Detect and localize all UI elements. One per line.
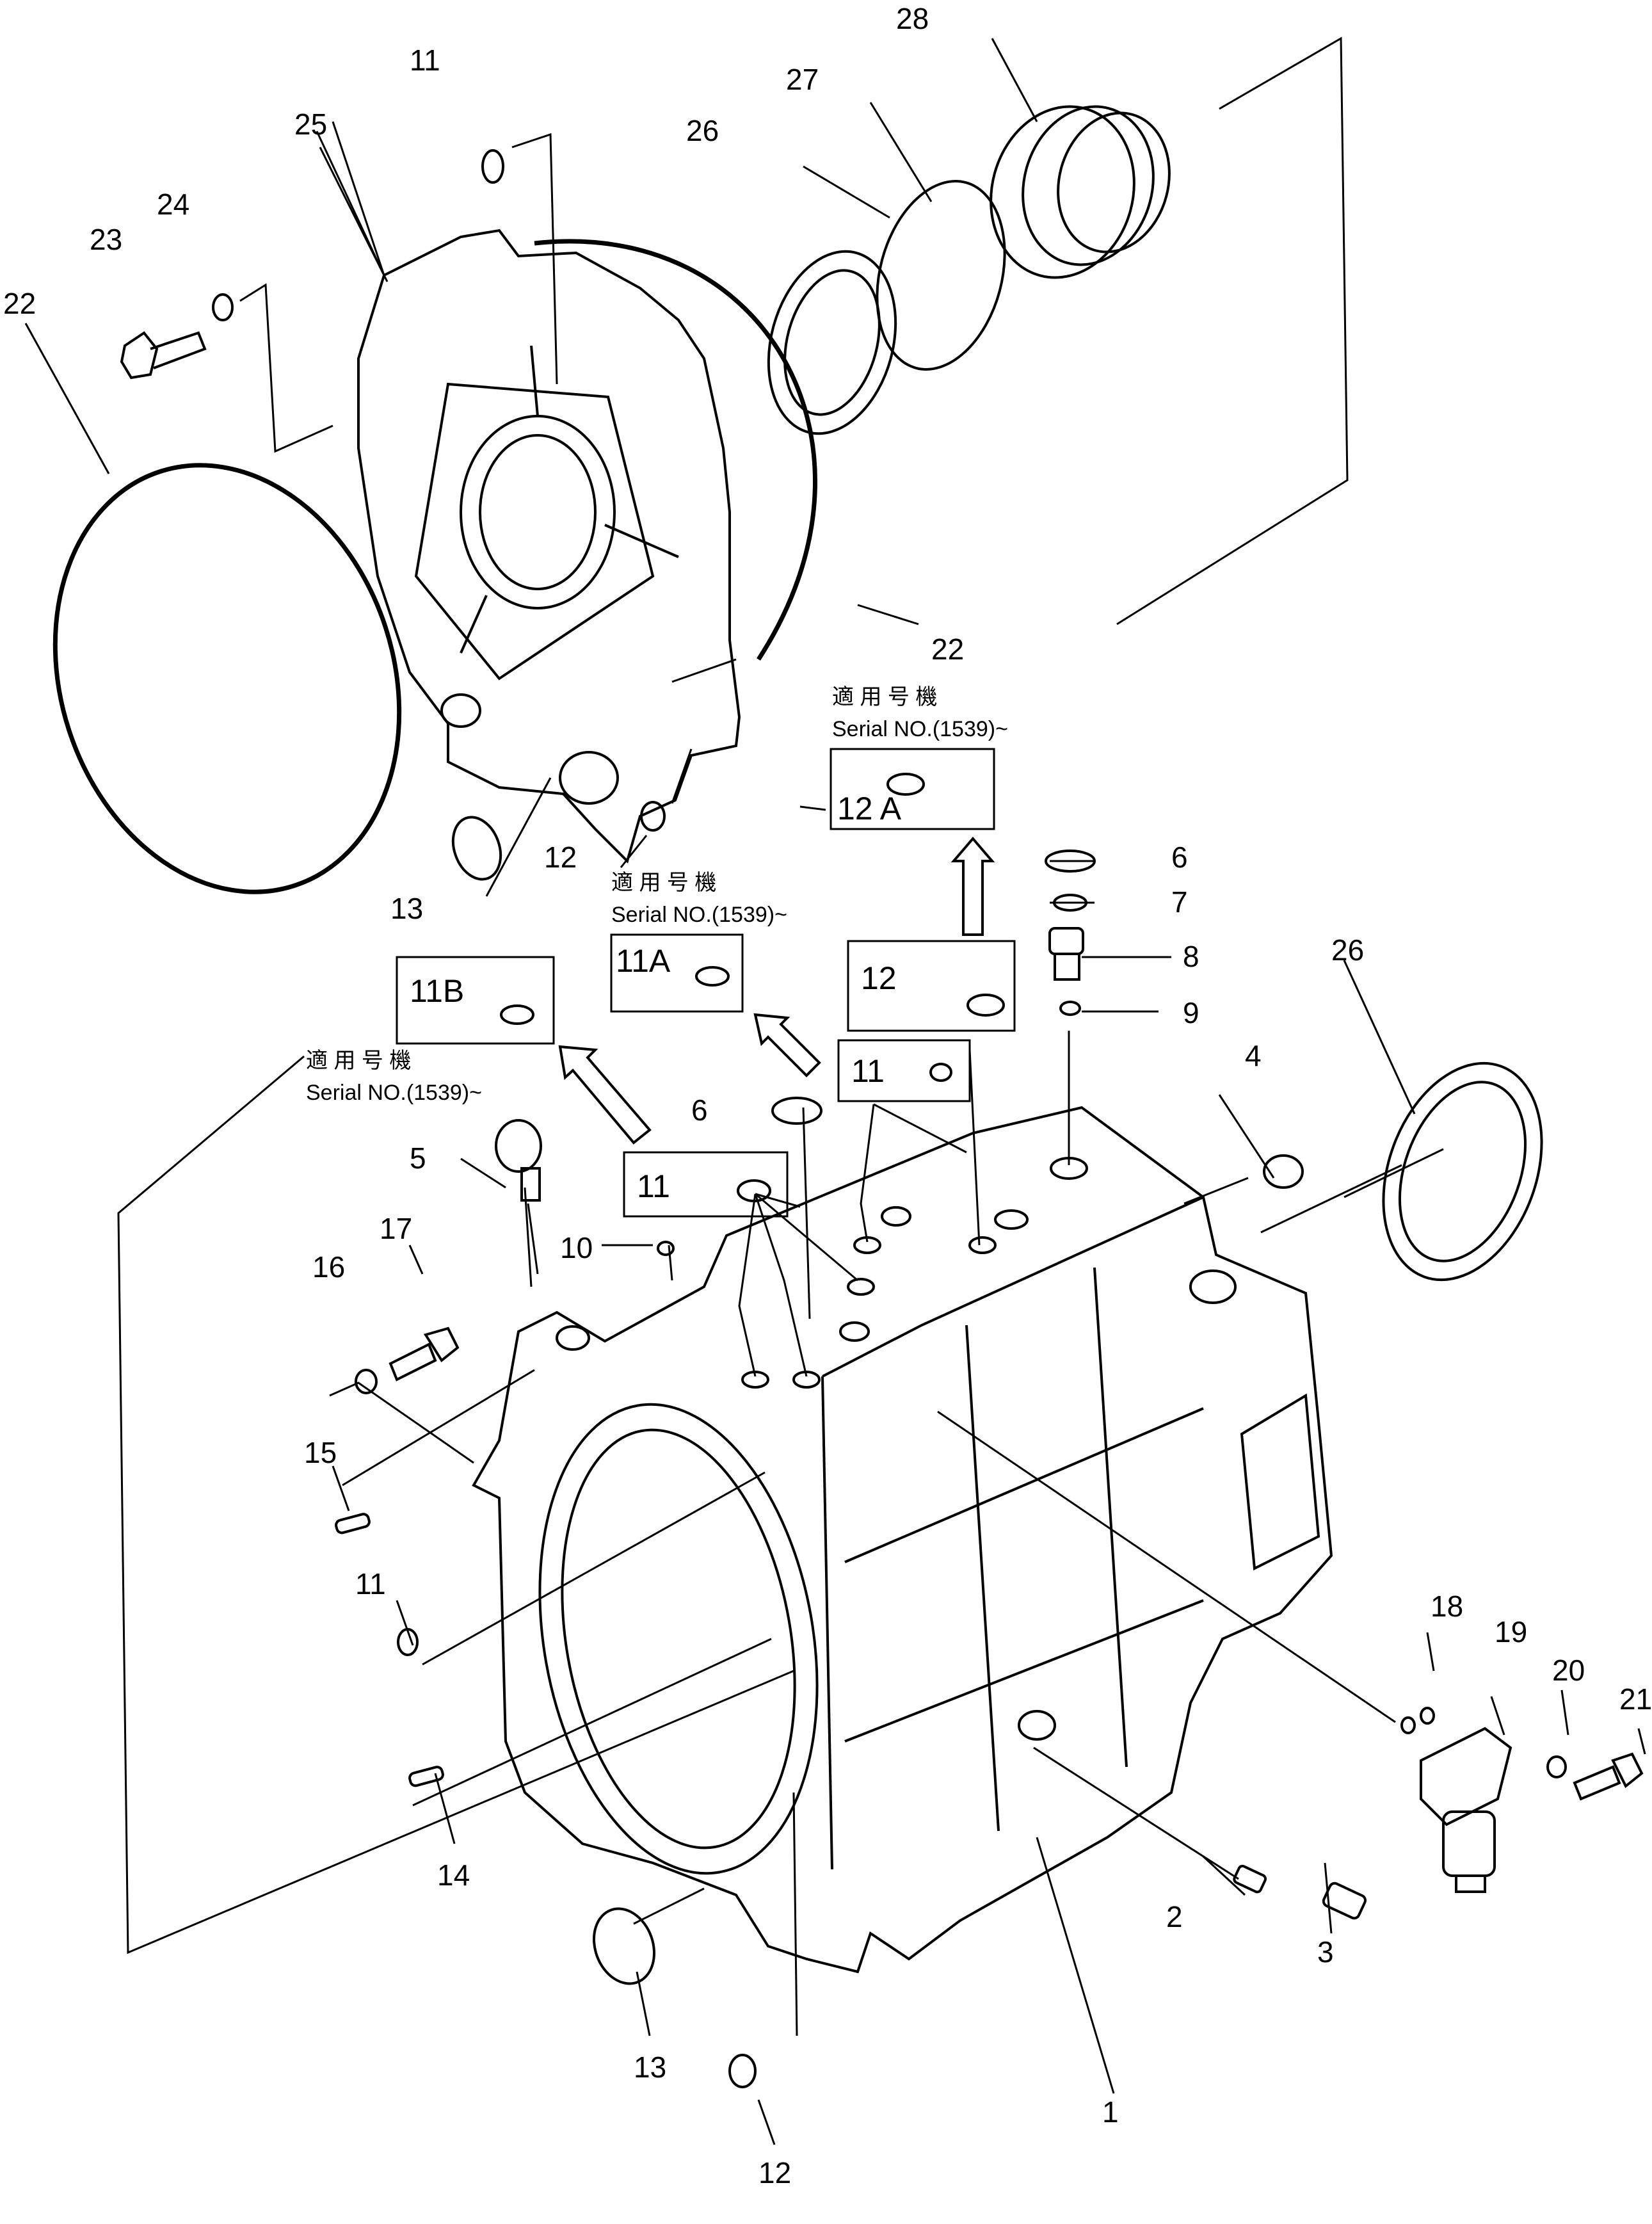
o-ring-12-top — [640, 801, 666, 832]
callout-25: 25 — [294, 108, 327, 141]
callout-18: 18 — [1431, 1590, 1463, 1623]
plug-2 — [1233, 1864, 1267, 1894]
callout-21: 21 — [1619, 1682, 1652, 1716]
o-rings-18 — [1400, 1707, 1435, 1734]
arrow-11b — [558, 1045, 652, 1145]
callout-5: 5 — [410, 1141, 426, 1175]
callout-7: 7 — [1171, 885, 1188, 919]
callout-14: 14 — [437, 1858, 470, 1892]
eye-bolt-5 — [495, 1119, 542, 1202]
callout-28: 28 — [896, 2, 929, 35]
seal-26-upper — [767, 250, 897, 435]
serial-note-no-1: Serial NO.(1539)~ — [832, 717, 1008, 741]
callout-17: 17 — [380, 1212, 412, 1245]
callout-23: 23 — [90, 223, 122, 256]
callout-12-lower: 12 — [758, 2156, 791, 2189]
box-12a: 12 A — [830, 748, 995, 830]
callout-11-lower: 11 — [355, 1567, 386, 1600]
callout-16: 16 — [312, 1250, 345, 1284]
callout-6-top: 6 — [1171, 841, 1188, 874]
cap-28 — [990, 105, 1171, 279]
washer-20 — [1546, 1755, 1567, 1778]
transmission-housing-1 — [472, 1106, 1333, 1974]
seal-26-right — [1382, 1061, 1543, 1282]
o-ring-6-lower — [771, 1097, 822, 1125]
o-ring-11-lower — [397, 1628, 419, 1656]
box-11b: 11B — [396, 956, 555, 1045]
callout-1: 1 — [1102, 2095, 1119, 2129]
callout-12-top: 12 — [544, 841, 577, 874]
o-ring-22-left — [52, 463, 402, 894]
callout-labels: 28 27 26 11 25 24 23 22 22 13 12 6 7 8 9… — [3, 2, 1652, 2189]
callout-27: 27 — [786, 63, 819, 96]
callout-20: 20 — [1552, 1654, 1585, 1687]
serial-note-jp-2: 適 用 号 機 — [611, 871, 716, 895]
leader-lines — [24, 36, 1646, 2145]
callout-6-lower: 6 — [691, 1093, 708, 1127]
bolt-21 — [1573, 1752, 1644, 1801]
washer-24 — [212, 293, 234, 321]
arrow-up-12a — [950, 836, 995, 936]
sensor-19 — [1420, 1727, 1512, 1893]
callout-10: 10 — [560, 1231, 593, 1264]
serial-note-jp-3: 適 用 号 機 — [306, 1049, 411, 1073]
box-11a-label: 11A — [616, 943, 671, 979]
callout-4: 4 — [1245, 1039, 1262, 1072]
callout-22-right: 22 — [931, 633, 964, 666]
plug-8 — [1048, 927, 1084, 981]
box-11-lower: 11 — [623, 1151, 789, 1218]
serial-note-jp-1: 適 用 号 機 — [832, 685, 937, 709]
callout-15: 15 — [304, 1436, 337, 1469]
o-ring-13-top — [451, 816, 502, 881]
callout-9: 9 — [1183, 996, 1199, 1029]
bolt-23 — [120, 331, 207, 380]
arrow-11a — [753, 1013, 821, 1077]
callout-24: 24 — [157, 188, 189, 221]
callout-22-left: 22 — [3, 287, 36, 320]
box-11-upper-label: 11 — [851, 1053, 885, 1089]
callout-26-right: 26 — [1331, 933, 1364, 967]
o-ring-12-lower — [728, 2054, 757, 2088]
snap-ring-27 — [876, 180, 1006, 371]
callout-11-top: 11 — [410, 44, 440, 77]
o-ring-11-top — [481, 149, 504, 184]
washer-16 — [355, 1369, 378, 1394]
o-ring-13-lower — [592, 1907, 656, 1985]
callout-8: 8 — [1183, 940, 1199, 973]
o-ring-10 — [657, 1241, 675, 1256]
box-11a: 11A — [610, 933, 744, 1013]
pin-15 — [335, 1513, 371, 1535]
pin-14 — [408, 1766, 444, 1787]
plug-4 — [1263, 1154, 1304, 1189]
box-11-upper: 11 — [837, 1039, 971, 1102]
serial-note-no-3: Serial NO.(1539)~ — [306, 1081, 482, 1105]
callout-2: 2 — [1166, 1900, 1183, 1933]
callout-19: 19 — [1495, 1615, 1527, 1648]
cover-25 — [357, 229, 741, 864]
callout-26-top: 26 — [686, 114, 719, 147]
box-12: 12 — [847, 940, 1016, 1032]
serial-note-no-2: Serial NO.(1539)~ — [611, 903, 787, 927]
o-ring-9 — [1059, 1001, 1081, 1016]
bolt-17 — [389, 1326, 460, 1382]
sensor-3 — [1322, 1882, 1367, 1920]
callout-13-lower: 13 — [634, 2051, 666, 2084]
box-12a-label: 12 A — [837, 791, 902, 826]
o-ring-22-right — [534, 239, 817, 661]
box-11-lower-label: 11 — [637, 1168, 670, 1204]
o-ring-6 — [1045, 850, 1096, 873]
box-11b-label: 11B — [410, 973, 464, 1009]
o-ring-7 — [1053, 894, 1087, 912]
callout-3: 3 — [1317, 1935, 1334, 1969]
box-12-label: 12 — [861, 960, 897, 996]
callout-13-top: 13 — [390, 892, 423, 925]
